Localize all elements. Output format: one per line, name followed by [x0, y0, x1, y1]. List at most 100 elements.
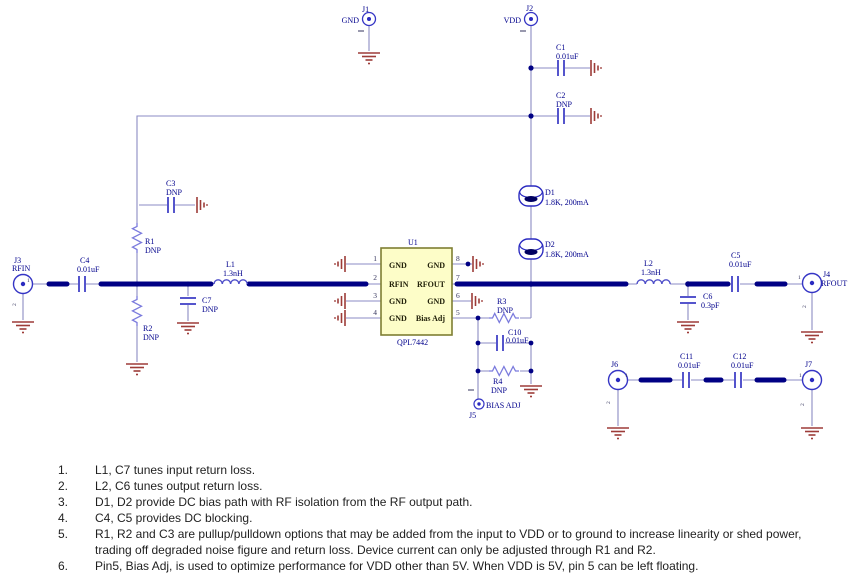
ref-designator: C11 [680, 352, 693, 361]
note-number: 4. [58, 511, 69, 525]
net-label: GND [342, 16, 360, 25]
ground-icon [11, 321, 35, 334]
component-value: 0.3pF [701, 301, 720, 310]
note-text: L2, C6 tunes output return loss. [95, 479, 263, 493]
resistor-r3: R3 DNP [488, 297, 520, 324]
pin-number: 1 [799, 373, 802, 379]
ground-icon [196, 196, 208, 214]
connector-j6: J6 1 2 [606, 360, 629, 404]
inductor-l2: L2 1.3nH [636, 259, 671, 285]
ground-icon [176, 322, 200, 335]
ref-designator: C2 [556, 91, 565, 100]
note-number: 3. [58, 495, 69, 509]
pin-name: GND [427, 261, 445, 270]
pin-number: 1 [27, 278, 30, 284]
ref-designator: C1 [556, 43, 565, 52]
rf-traces [46, 281, 788, 383]
capacitor-c6: C6 0.3pF [679, 292, 720, 310]
ref-designator: J2 [526, 4, 533, 13]
component-value: 1.8K, 200mA [545, 250, 589, 259]
pin-number: 1 [373, 254, 377, 263]
capacitor-icon [179, 297, 197, 305]
connector-j3: J3 RFIN 1 2 [12, 256, 34, 306]
pin-number: 2 [12, 303, 18, 306]
note-item: 6. Pin5, Bias Adj, is used to optimize p… [58, 558, 834, 574]
connector-j2: J2 VDD [504, 4, 539, 32]
capacitor-c5: C5 0.01uF [729, 251, 752, 293]
pin-number: 1 [798, 275, 801, 281]
wires [22, 26, 813, 426]
part-number: QPL7442 [397, 338, 428, 347]
ref-designator: D2 [545, 240, 555, 249]
bias-element-d1: D1 1.8K, 200mA [518, 185, 589, 207]
component-value: 0.01uF [729, 260, 752, 269]
resistor-icon [131, 295, 143, 327]
component-value: 1.8K, 200mA [545, 198, 589, 207]
net-label: RFIN [12, 264, 30, 273]
bias-element-d2: D2 1.8K, 200mA [518, 238, 589, 260]
ground-icon [334, 309, 346, 327]
ferrite-bead-icon [518, 238, 544, 260]
component-value: 0.01uF [506, 336, 529, 345]
connector-icon [361, 11, 377, 27]
resistor-r2: R2 DNP [131, 295, 160, 342]
capacitor-c4: C4 0.01uF [77, 256, 100, 293]
component-value: 1.3nH [223, 269, 243, 278]
ref-designator: C4 [80, 256, 89, 265]
connector-j4: J4 RFOUT 1 2 [798, 270, 847, 308]
pin-number: 5 [456, 308, 460, 317]
ref-designator: R3 [497, 297, 506, 306]
pin-name: GND [389, 314, 407, 323]
note-number: 1. [58, 463, 69, 477]
pin-name: GND [389, 297, 407, 306]
ground-icon [519, 385, 543, 398]
ref-designator: J3 [14, 256, 21, 265]
inductor-l1: L1 1.3nH [213, 260, 248, 285]
note-text: D1, D2 provide DC bias path with RF isol… [95, 495, 473, 509]
ground-icon [800, 427, 824, 440]
ferrite-bead-icon [518, 185, 544, 207]
capacitor-icon [496, 334, 504, 352]
inductor-icon [636, 279, 671, 285]
capacitor-c1: C1 0.01uF [556, 43, 579, 77]
pin-number: 4 [373, 308, 377, 317]
connector-icon [801, 369, 823, 391]
ground-icon [334, 292, 346, 310]
component-value: 0.01uF [678, 361, 701, 370]
connector-icon [523, 11, 539, 27]
ref-designator: R1 [145, 237, 154, 246]
pin-number: 7 [456, 273, 460, 282]
capacitor-icon [682, 371, 690, 389]
ground-icon [590, 107, 602, 125]
ref-designator: J5 [469, 411, 476, 420]
ref-designator: J1 [362, 5, 369, 14]
ref-designator: R2 [143, 324, 152, 333]
component-value: 0.01uF [731, 361, 754, 370]
component-value: DNP [556, 100, 573, 109]
capacitor-c3: C3 DNP [166, 179, 183, 214]
component-value: DNP [166, 188, 183, 197]
pin-name: Bias Adj [416, 314, 445, 323]
pin-name: RFOUT [417, 280, 446, 289]
component-value: DNP [202, 305, 219, 314]
ground-icon [472, 255, 484, 273]
net-label: RFOUT [821, 279, 847, 288]
pin-name: RFIN [389, 280, 409, 289]
note-number: 5. [58, 527, 69, 541]
capacitor-icon [557, 59, 565, 77]
ref-designator: C10 [508, 328, 521, 337]
ref-designator: C6 [703, 292, 712, 301]
ground-icon [125, 363, 149, 376]
ic-body [380, 247, 453, 336]
capacitor-icon [679, 296, 697, 304]
inductor-icon [213, 279, 248, 285]
connector-j5: BIAS ADJ J5 [468, 389, 520, 420]
capacitor-c11: C11 0.01uF [678, 352, 701, 389]
pin-number: 2 [800, 403, 806, 406]
ref-designator: C5 [731, 251, 740, 260]
pin-number: 8 [456, 254, 460, 263]
ref-designator: J7 [805, 360, 812, 369]
pin-number: 2 [606, 401, 612, 404]
capacitor-icon [557, 107, 565, 125]
note-item: 5. R1, R2 and C3 are pullup/pulldown opt… [58, 526, 834, 558]
